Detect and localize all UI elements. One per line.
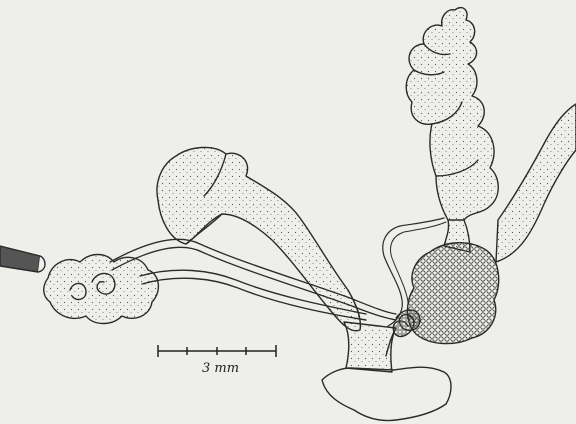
scale-bar-label: 3 mm <box>202 361 239 376</box>
left-coiled-organ <box>44 255 159 324</box>
convoluted-gland-upper <box>406 8 498 220</box>
base-tissue-flap <box>322 367 451 420</box>
cut-duct-stub <box>0 246 40 272</box>
large-curved-organ <box>157 147 360 330</box>
scale-bar <box>158 345 276 357</box>
granular-body <box>408 243 499 344</box>
right-duct <box>496 104 576 262</box>
